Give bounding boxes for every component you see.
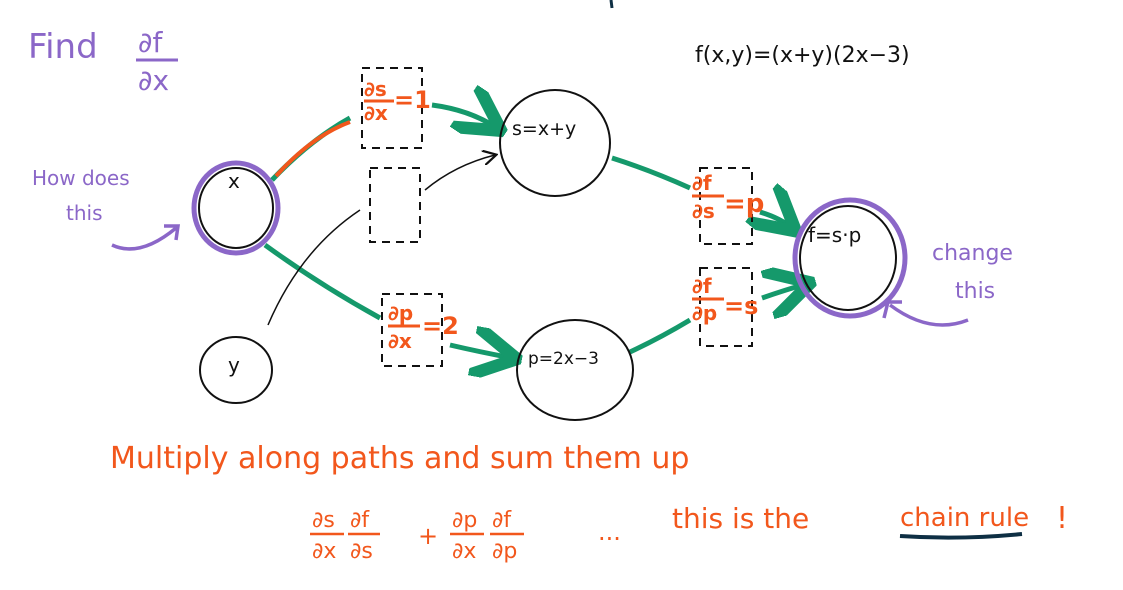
ds-dx-box [361,67,423,149]
plus-sign: + [418,522,438,550]
df-dp-num: ∂f [692,274,712,298]
dp-dx-box [381,293,443,367]
how-does-arrow [111,224,181,251]
df-ds-box [699,167,753,245]
term4-den: ∂p [492,539,517,564]
term3-den: ∂x [452,539,476,564]
node-s-label: s=x+y [512,118,576,140]
node-f-label: f=s·p [808,223,861,247]
label-df-ds: ∂f ∂s =p [692,171,764,223]
function-definition: f(x,y)=(x+y)(2x−3) [695,43,910,68]
node-f: f=s·p [792,197,908,319]
edge-x-to-s-orange [274,120,351,178]
find-label: Find [28,27,98,67]
label-ds-dx: ∂s ∂x =1 [364,77,431,125]
this-label-left: this [66,201,103,225]
empty-box [369,167,421,243]
chain-rule-underline [899,532,1023,540]
edge-p-to-f [628,317,692,355]
node-p: p=2x−3 [516,319,634,421]
node-p-label: p=2x−3 [528,349,599,369]
label-dp-dx: ∂p ∂x =2 [388,301,459,353]
this-label-right: this [955,279,995,304]
edge-x-to-p [263,242,382,321]
node-x: x [191,160,281,256]
chain-rule-text: chain rule [900,503,1029,533]
df-ds-num: ∂f [692,171,712,195]
node-y: y [199,336,273,404]
edge-y-to-s-lower [267,209,361,326]
this-is-the-text: this is the [672,502,809,535]
dp-dx-num: ∂p [388,301,413,325]
chain-rule-formula: ∂s ∂x ∂f ∂s + ∂p ∂x ∂f ∂p ... this is th… [310,501,1068,564]
change-label: change [932,241,1013,266]
label-df-dp: ∂f ∂p =s [692,274,758,325]
term1-den: ∂x [312,539,336,564]
exclamation: ! [1056,501,1068,536]
term4-num: ∂f [492,508,512,533]
df-dp-box [699,267,753,347]
node-x-label: x [228,169,240,193]
term2-num: ∂f [350,508,370,533]
term2-den: ∂s [350,539,373,564]
dp-dx-den: ∂x [388,329,412,353]
dp-dx-value: =2 [422,312,459,340]
df-dp-den: ∂p [692,301,717,325]
pen-mark [609,0,614,9]
change-arrow [882,300,969,327]
df-ds-den: ∂s [692,199,715,223]
ds-dx-num: ∂s [364,77,387,101]
edge-to-f-node-top [760,212,792,228]
title-deriv-den: ∂x [138,64,169,97]
title-deriv-num: ∂f [138,26,163,59]
edge-to-p-node [449,345,512,358]
edge-to-s-node [431,105,497,128]
how-does-label: How does [32,166,130,190]
ds-dx-value: =1 [394,86,431,114]
df-dp-value: =s [724,292,758,320]
term3-num: ∂p [452,508,477,533]
node-y-label: y [228,353,240,377]
multiply-instruction: Multiply along paths and sum them up [110,441,689,476]
ellipsis: ... [598,518,621,546]
node-s: s=x+y [499,89,611,197]
term1-num: ∂s [312,508,335,533]
edge-y-to-s-upper [424,155,495,191]
ds-dx-den: ∂x [364,101,388,125]
df-ds-value: =p [724,189,764,219]
edge-s-to-f [611,155,692,191]
